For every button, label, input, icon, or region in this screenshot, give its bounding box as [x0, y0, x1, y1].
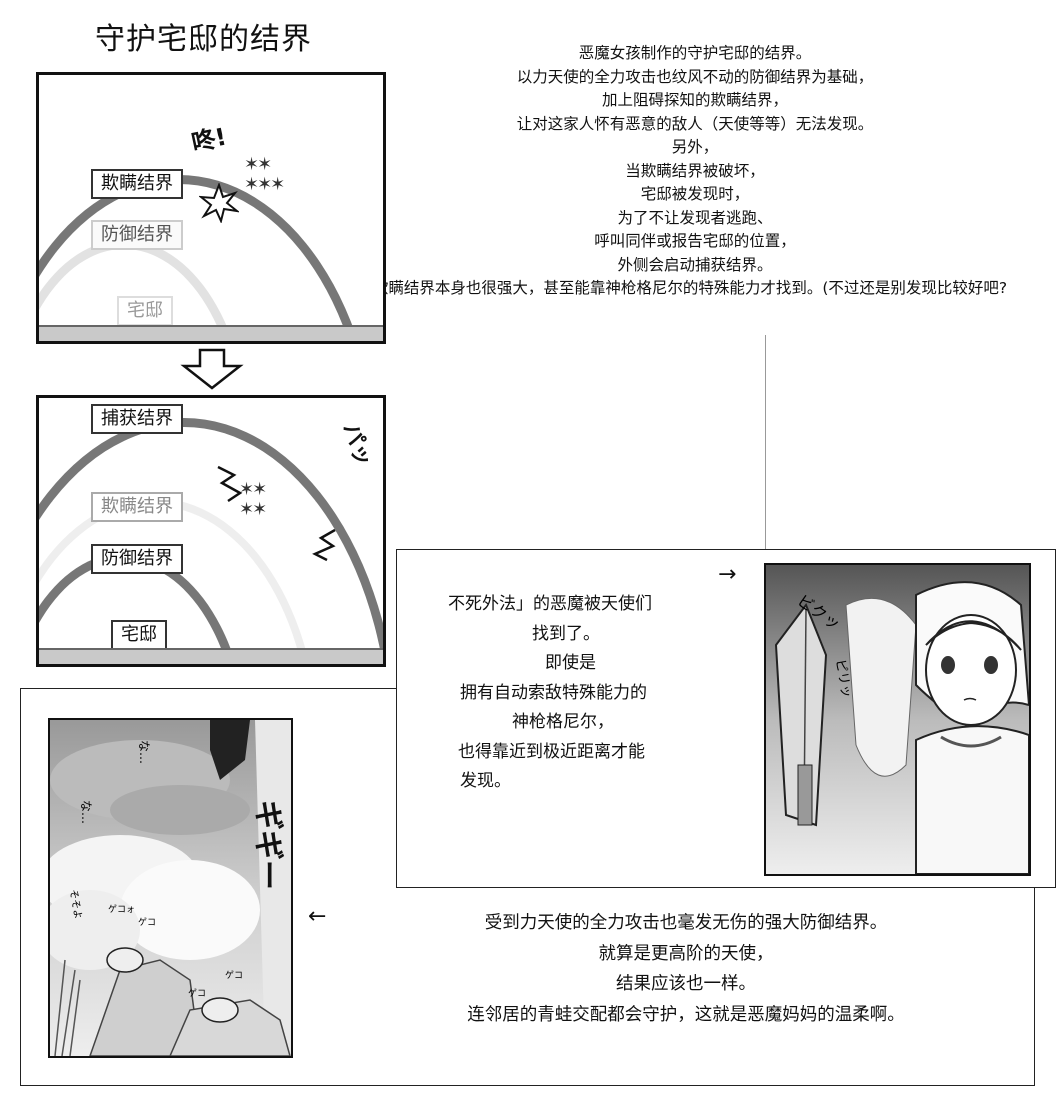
- label-capture-barrier: 捕获结界: [91, 404, 183, 434]
- capture-barrier-arc: [39, 418, 383, 664]
- text-line: 就算是更高阶的天使，: [598, 943, 774, 964]
- manga-sfx-tense: ピリッ: [832, 658, 854, 699]
- frog-sfx: ゲコ: [225, 969, 243, 981]
- arrow-left-icon: ←: [308, 904, 327, 929]
- label-defense-barrier: 防御结界: [91, 220, 183, 250]
- frog-sfx: ゲコ: [138, 916, 156, 928]
- intro-line: 为了不让发现者逃跑、: [617, 208, 773, 227]
- intro-line: 另外，: [671, 138, 719, 156]
- text-line: 不死外法」的恶魔被天使们: [448, 594, 652, 614]
- manga-sfx-rustle: そそよ: [67, 888, 84, 920]
- ground: [39, 325, 383, 341]
- speech-bubble-2: な…: [79, 800, 93, 824]
- intro-line: 宅邸被发现时，: [640, 185, 750, 203]
- text-line: 也得靠近到极近距离才能: [458, 741, 645, 762]
- text-line: 即使是: [545, 653, 596, 673]
- text-line: 结果应该也一样。: [616, 974, 756, 994]
- intro-line: 以力天使的全力攻击也纹风不动的防御结界为基础，: [516, 67, 874, 86]
- intro-line: 欺瞒结界本身也很强大，甚至能靠神枪格尼尔的特殊能力才找到。(不过还是别发现比较好…: [372, 279, 1008, 297]
- intro-line: 当欺瞒结界被破坏，: [625, 161, 765, 180]
- label-deception-barrier: 欺瞒结界: [91, 492, 183, 522]
- angels-icon: ✶✶✶✶✶: [244, 154, 285, 195]
- arrow-right-icon: →: [718, 562, 737, 587]
- barrier-diagram-after: 捕获结界 欺瞒结界 防御结界 宅邸 パッ ✶✶✶✶: [36, 395, 386, 667]
- speech-bubble-1: な…: [137, 740, 151, 764]
- page-title: 守护宅邸的结界: [95, 22, 312, 57]
- intro-line: 外侧会启动捕获结界。: [617, 255, 773, 274]
- lightning-icon: [217, 465, 243, 503]
- ground: [39, 648, 383, 664]
- text-line: 找到了。: [532, 623, 600, 644]
- text-line: 发现。: [460, 771, 511, 791]
- text-line: 连邻居的青蛙交配都会守护，这就是恶魔妈妈的温柔啊。: [467, 1004, 905, 1025]
- manga-illustration-sky: な… な… ギギー ゲコォ ゲコ ゲコ ゲコ そそよ: [50, 720, 291, 1056]
- text-line: 拥有自动索敌特殊能力的: [460, 682, 647, 703]
- arrow-down-icon: [180, 348, 244, 390]
- manga-panel-sky: な… な… ギギー ゲコォ ゲコ ゲコ ゲコ そそよ: [48, 718, 293, 1058]
- barrier-diagram-before: 欺瞒结界 防御结界 宅邸 咚! ✶✶✶✶✶: [36, 72, 386, 344]
- flash-sfx: パッ: [337, 419, 376, 470]
- label-house: 宅邸: [117, 296, 173, 326]
- frog-sfx: ゲコ: [188, 987, 206, 999]
- label-defense-barrier: 防御结界: [91, 544, 183, 574]
- text-line: 受到力天使的全力攻击也毫发无伤的强大防御结界。: [484, 913, 888, 933]
- discovery-text: 不死外法」的恶魔被天使们 找到了。 即使是 拥有自动索敌特殊能力的 神枪格尼尔，…: [420, 590, 730, 797]
- intro-line: 让对这家人怀有恶意的敌人（天使等等）无法发现。: [516, 114, 874, 133]
- impact-burst-icon: [199, 183, 239, 223]
- intro-line: 呼叫同伴或报告宅邸的位置，: [594, 232, 796, 250]
- manga-illustration-girl: ビクッ ピリッ: [766, 565, 1029, 874]
- intro-line: 恶魔女孩制作的守护宅邸的结界。: [578, 44, 812, 62]
- divider-line: [765, 335, 766, 550]
- defense-explanation-text: 受到力天使的全力攻击也毫发无伤的强大防御结界。 就算是更高阶的天使， 结果应该也…: [336, 908, 1036, 1030]
- text-line: 神枪格尼尔，: [512, 712, 614, 732]
- intro-text: 恶魔女孩制作的守护宅邸的结界。 以力天使的全力攻击也纹风不动的防御结界为基础， …: [330, 42, 1060, 301]
- manga-sfx-creak: ギギー: [250, 800, 285, 890]
- angels-icon: ✶✶✶✶: [239, 479, 267, 520]
- impact-sfx: 咚!: [188, 122, 230, 158]
- frog-sfx: ゲコォ: [108, 903, 135, 915]
- lightning-icon: [312, 528, 336, 562]
- label-deception-barrier: 欺瞒结界: [91, 169, 183, 199]
- intro-line: 加上阻碍探知的欺瞒结界，: [601, 91, 788, 109]
- label-house: 宅邸: [111, 620, 167, 650]
- manga-panel-girl: ビクッ ピリッ: [764, 563, 1031, 876]
